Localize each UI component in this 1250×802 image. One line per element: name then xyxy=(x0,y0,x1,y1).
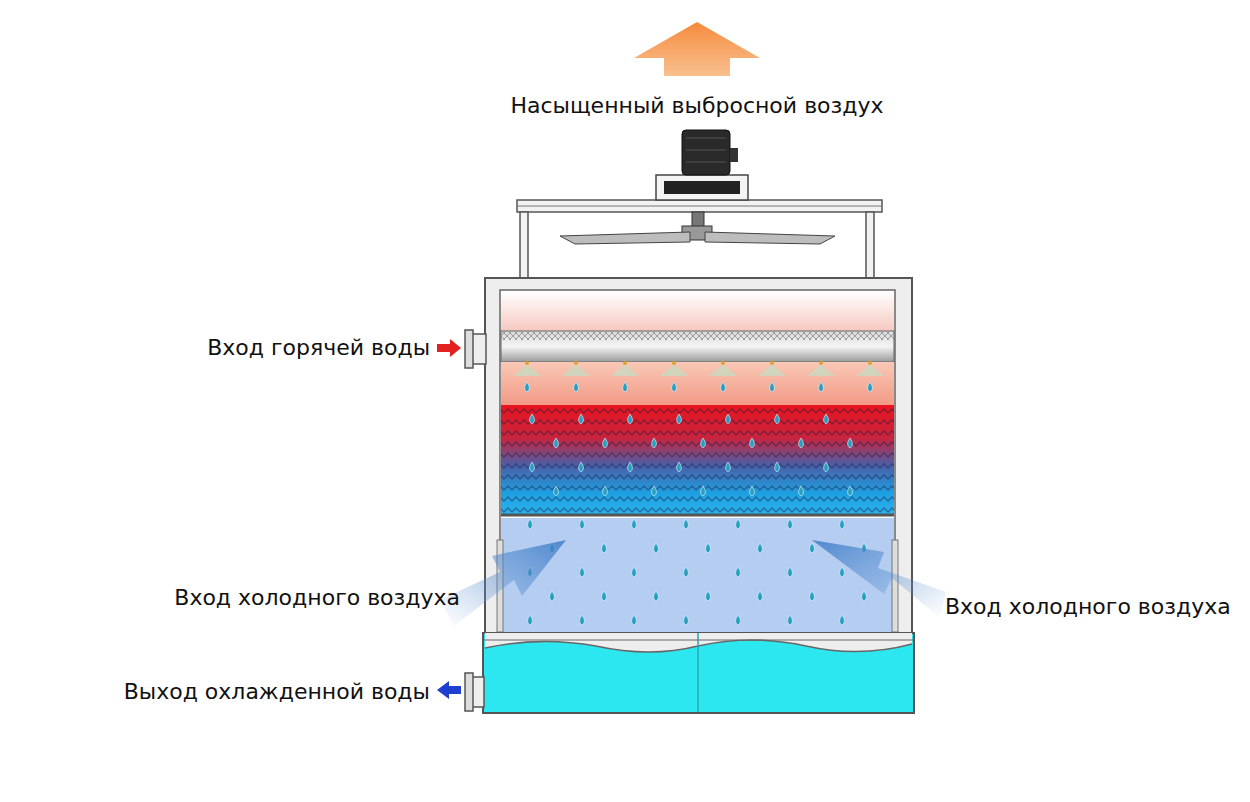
water-drop xyxy=(628,414,633,424)
water-drop xyxy=(579,414,584,424)
water-drop xyxy=(632,519,637,529)
spray-nozzle xyxy=(758,364,786,376)
water-drop xyxy=(810,591,815,601)
water-drop xyxy=(652,486,657,496)
water-drop xyxy=(684,519,689,529)
water-drop xyxy=(628,462,633,472)
water-drop xyxy=(840,567,845,577)
water-drop xyxy=(862,591,867,601)
water-drop xyxy=(736,567,741,577)
nozzle-tip xyxy=(868,361,872,365)
water-drop xyxy=(603,438,608,448)
water-drop xyxy=(706,543,711,553)
water-drop xyxy=(726,462,731,472)
spray-nozzle xyxy=(856,364,884,376)
water-drop xyxy=(684,615,689,625)
water-drop xyxy=(554,438,559,448)
water-drop xyxy=(788,615,793,625)
water-drop xyxy=(840,519,845,529)
nozzle-tip xyxy=(721,361,725,365)
water-drop xyxy=(770,382,775,392)
spray-nozzle xyxy=(660,364,688,376)
water-drop xyxy=(579,462,584,472)
water-drop xyxy=(788,519,793,529)
flow-label: Вход горячей воды xyxy=(207,336,430,360)
water-drop xyxy=(654,543,659,553)
water-drop xyxy=(672,382,677,392)
exhaust-label: Насыщенный выбросной воздух xyxy=(510,94,883,118)
water-drop xyxy=(758,591,763,601)
water-drop xyxy=(580,615,585,625)
water-drop xyxy=(775,462,780,472)
water-drop xyxy=(840,615,845,625)
water-drop xyxy=(603,486,608,496)
nozzle-tip xyxy=(574,361,578,365)
water-drop xyxy=(824,414,829,424)
flow-label: Вход холодного воздуха xyxy=(945,595,1231,619)
water-drop xyxy=(528,519,533,529)
water-drop xyxy=(530,462,535,472)
water-drop xyxy=(550,591,555,601)
nozzle-tip xyxy=(819,361,823,365)
water-drop xyxy=(528,615,533,625)
water-drop xyxy=(736,615,741,625)
water-drop xyxy=(602,543,607,553)
water-drop xyxy=(750,486,755,496)
water-drop xyxy=(758,543,763,553)
flow-label: Вход холодного воздуха xyxy=(174,586,460,610)
water-drop xyxy=(810,543,815,553)
water-drop xyxy=(677,414,682,424)
water-drop xyxy=(799,486,804,496)
water-drop xyxy=(750,438,755,448)
spray-nozzle xyxy=(611,364,639,376)
nozzle-tip xyxy=(770,361,774,365)
water-drop xyxy=(602,591,607,601)
nozzle-tip xyxy=(672,361,676,365)
water-drop xyxy=(788,567,793,577)
water-drop xyxy=(775,414,780,424)
water-drop xyxy=(701,438,706,448)
nozzle-tip xyxy=(525,361,529,365)
water-drop xyxy=(580,567,585,577)
water-drop xyxy=(580,519,585,529)
spray-nozzle xyxy=(709,364,737,376)
water-drop xyxy=(824,462,829,472)
spray-nozzle xyxy=(562,364,590,376)
water-drop xyxy=(726,414,731,424)
water-drop xyxy=(623,382,628,392)
water-drop xyxy=(652,438,657,448)
water-drop xyxy=(721,382,726,392)
water-drop xyxy=(677,462,682,472)
water-drop xyxy=(530,414,535,424)
spray-nozzle xyxy=(513,364,541,376)
water-drop xyxy=(799,438,804,448)
water-drop xyxy=(654,591,659,601)
flow-label: Выход охлажденной воды xyxy=(124,680,430,704)
water-drop xyxy=(736,519,741,529)
water-drop xyxy=(684,567,689,577)
water-drop xyxy=(632,567,637,577)
water-drop xyxy=(701,486,706,496)
water-drop xyxy=(554,486,559,496)
water-drop xyxy=(868,382,873,392)
water-drop xyxy=(574,382,579,392)
water-drop xyxy=(848,486,853,496)
spray-nozzle xyxy=(807,364,835,376)
nozzle-tip xyxy=(623,361,627,365)
water-drop xyxy=(848,438,853,448)
water-drop xyxy=(525,382,530,392)
water-drop xyxy=(632,615,637,625)
water-drop xyxy=(819,382,824,392)
water-drop xyxy=(706,591,711,601)
